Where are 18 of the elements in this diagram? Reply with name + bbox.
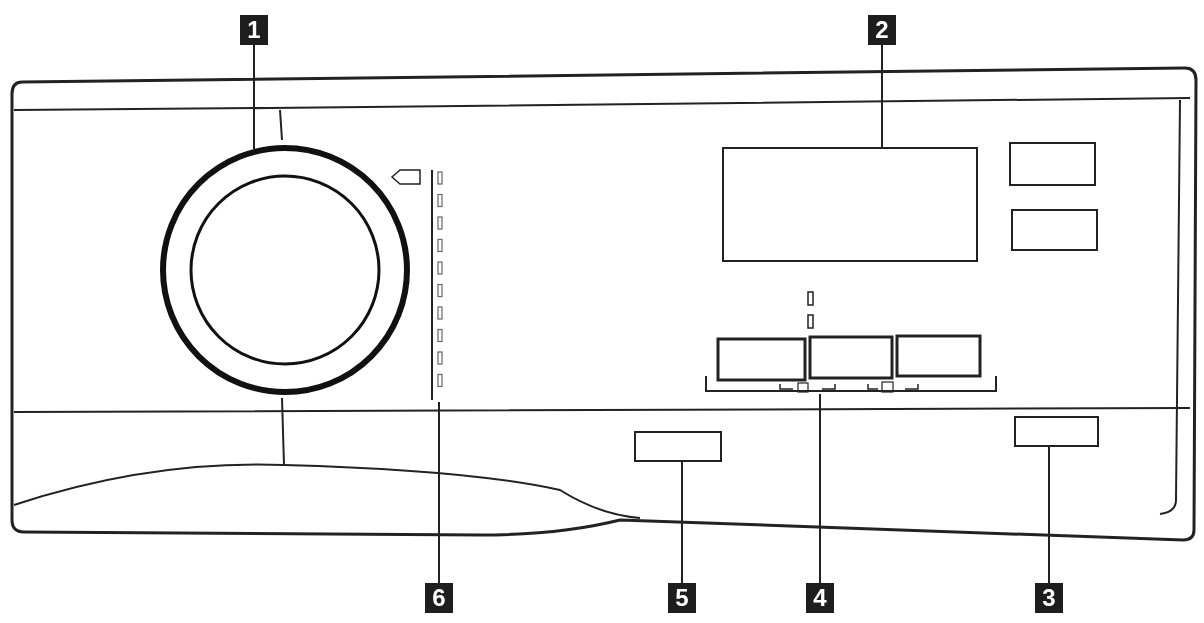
panel-button bbox=[722, 147, 978, 262]
callout-number: 1 bbox=[240, 15, 268, 45]
leader-line bbox=[819, 393, 821, 584]
leader-line bbox=[253, 44, 255, 150]
leader-line bbox=[1048, 446, 1050, 584]
callout-number: 4 bbox=[806, 583, 834, 613]
callout-number: 5 bbox=[668, 583, 696, 613]
button-group-bracket bbox=[704, 374, 998, 394]
leader-line bbox=[681, 461, 683, 584]
panel-button bbox=[1014, 416, 1099, 447]
callout-number: 2 bbox=[868, 15, 896, 45]
callout-number: 6 bbox=[425, 583, 453, 613]
leader-line bbox=[438, 401, 440, 584]
leader-line bbox=[881, 44, 883, 148]
panel-button bbox=[634, 431, 722, 462]
dial-knob bbox=[160, 145, 410, 395]
indicator-light-column bbox=[428, 168, 444, 402]
callout-number: 3 bbox=[1035, 583, 1063, 613]
